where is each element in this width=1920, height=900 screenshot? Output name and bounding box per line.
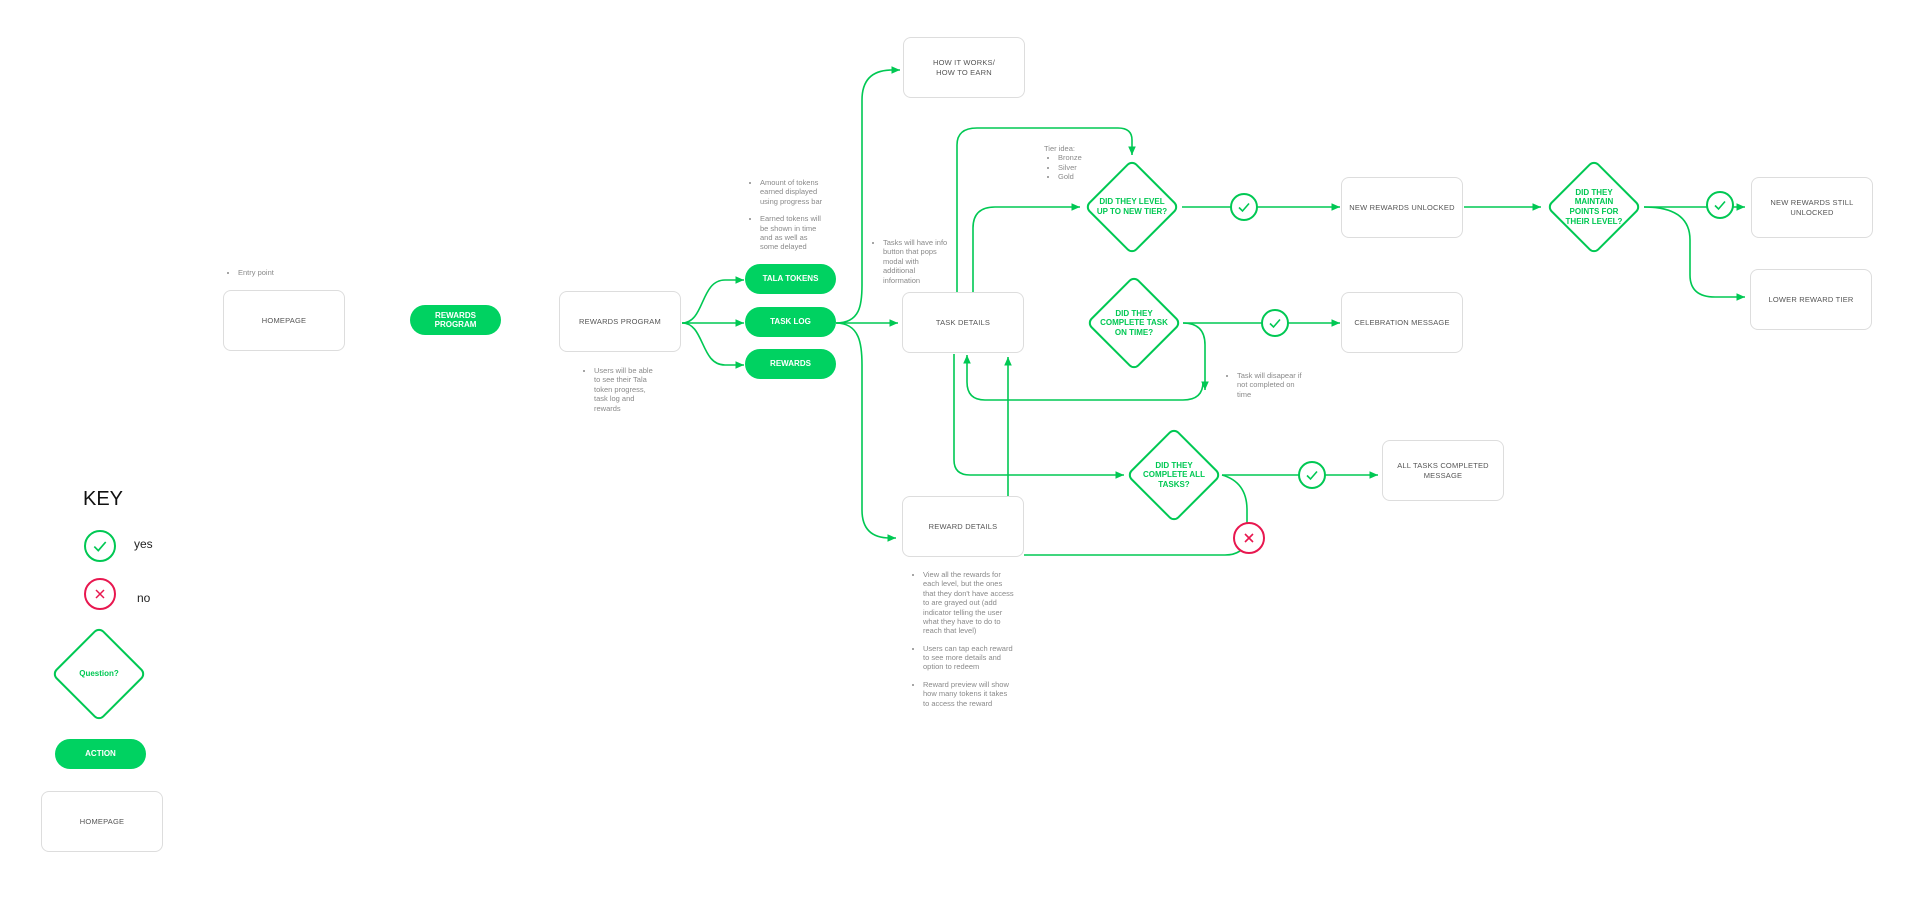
cross-icon	[95, 589, 105, 599]
action-rewards-program[interactable]: REWARDS PROGRAM	[410, 305, 501, 335]
note-task-disappear: Task will disapear if not completed on t…	[1227, 371, 1337, 407]
key-no-badge	[84, 578, 116, 610]
note-tasks-info-text: Tasks will have info button that pops mo…	[883, 238, 983, 285]
note-rewards-program: Users will be able to see their Tala tok…	[584, 366, 694, 421]
note-tier-gold: Gold	[1058, 172, 1082, 181]
check-icon	[93, 541, 107, 552]
note-tier-title: Tier idea:	[1044, 144, 1075, 153]
note-tasks-info: Tasks will have info button that pops mo…	[873, 238, 983, 293]
connector-ontime-back	[963, 355, 1204, 401]
key-screen-box: HOMEPAGE	[41, 791, 163, 852]
box-new-rewards-unlocked[interactable]: NEW REWARDS UNLOCKED	[1341, 177, 1463, 238]
note-rewards-tap: Users can tap each reward to see more de…	[923, 644, 1048, 672]
note-rewards-details: View all the rewards for each level, but…	[913, 570, 1048, 716]
yes-badge-complete-on-time	[1261, 309, 1289, 337]
key-no-label: no	[137, 591, 151, 605]
note-task-disappear-text: Task will disapear if not completed on t…	[1237, 371, 1337, 399]
connector-levelup-loop	[956, 127, 1136, 292]
key-question-label: Question?	[79, 669, 119, 679]
note-tokens-delayed: Earned tokens will be shown in time and …	[760, 214, 870, 252]
decision-level-up-label: DID THEY LEVEL UP TO NEW TIER?	[1096, 197, 1168, 216]
check-icon	[1269, 318, 1281, 329]
box-reward-details[interactable]: REWARD DETAILS	[902, 496, 1024, 557]
connector-tasklog-rewarddetails	[835, 322, 896, 542]
decision-complete-on-time-label: DID THEY COMPLETE TASK ON TIME?	[1100, 308, 1168, 337]
connector-program-tala	[681, 276, 744, 324]
note-rewards-view-all: View all the rewards for each level, but…	[923, 570, 1048, 636]
box-new-rewards-still-unlocked[interactable]: NEW REWARDS STILL UNLOCKED	[1751, 177, 1873, 238]
decision-complete-all-label: DID THEY COMPLETE ALL TASKS?	[1143, 460, 1205, 489]
connector-taskdetails-levelup	[972, 203, 1080, 292]
yes-badge-complete-all	[1298, 461, 1326, 489]
check-icon	[1306, 470, 1318, 481]
cross-icon	[1244, 533, 1254, 543]
yes-badge-maintain-points	[1706, 191, 1734, 219]
box-lower-reward-tier[interactable]: LOWER REWARD TIER	[1750, 269, 1872, 330]
connector-taskdetails-completeall	[953, 354, 1124, 479]
action-rewards[interactable]: REWARDS	[745, 349, 836, 379]
box-rewards-program[interactable]: REWARDS PROGRAM	[559, 291, 681, 352]
action-task-log[interactable]: TASK LOG	[745, 307, 836, 337]
note-rewards-program-text: Users will be able to see their Tala tok…	[594, 366, 694, 413]
key-action-pill: ACTION	[55, 739, 146, 769]
box-task-details[interactable]: TASK DETAILS	[902, 292, 1024, 353]
connector-tasklog-howitworks	[835, 66, 900, 324]
action-tala-tokens[interactable]: TALA TOKENS	[745, 264, 836, 294]
note-tier-silver: Silver	[1058, 163, 1082, 172]
box-how-it-works[interactable]: HOW IT WORKS/ HOW TO EARN	[903, 37, 1025, 98]
box-all-tasks-completed[interactable]: ALL TASKS COMPLETED MESSAGE	[1382, 440, 1504, 501]
yes-badge-level-up	[1230, 193, 1258, 221]
note-tier-idea: Tier idea: Bronze Silver Gold	[1044, 144, 1082, 182]
box-homepage[interactable]: HOMEPAGE	[223, 290, 345, 351]
key-yes-badge	[84, 530, 116, 562]
box-celebration-message[interactable]: CELEBRATION MESSAGE	[1341, 292, 1463, 353]
note-entry-point-text: Entry point	[238, 268, 274, 277]
key-title: KEY	[83, 488, 124, 510]
no-badge-complete-all	[1233, 522, 1265, 554]
connector-ontime-no	[1182, 322, 1209, 390]
note-tokens: Amount of tokens earned displayed using …	[750, 178, 870, 260]
note-tier-bronze: Bronze	[1058, 153, 1082, 162]
check-icon	[1714, 200, 1726, 211]
note-tokens-progress: Amount of tokens earned displayed using …	[760, 178, 870, 206]
check-icon	[1238, 202, 1250, 213]
key-yes-label: yes	[134, 537, 153, 551]
connector-program-rewards	[681, 322, 744, 369]
connector-maintain-no	[1643, 206, 1745, 301]
decision-maintain-points-label: DID THEY MAINTAIN POINTS FOR THEIR LEVEL…	[1565, 187, 1623, 226]
note-rewards-preview: Reward preview will show how many tokens…	[923, 680, 1048, 708]
note-entry-point: Entry point	[228, 268, 274, 285]
